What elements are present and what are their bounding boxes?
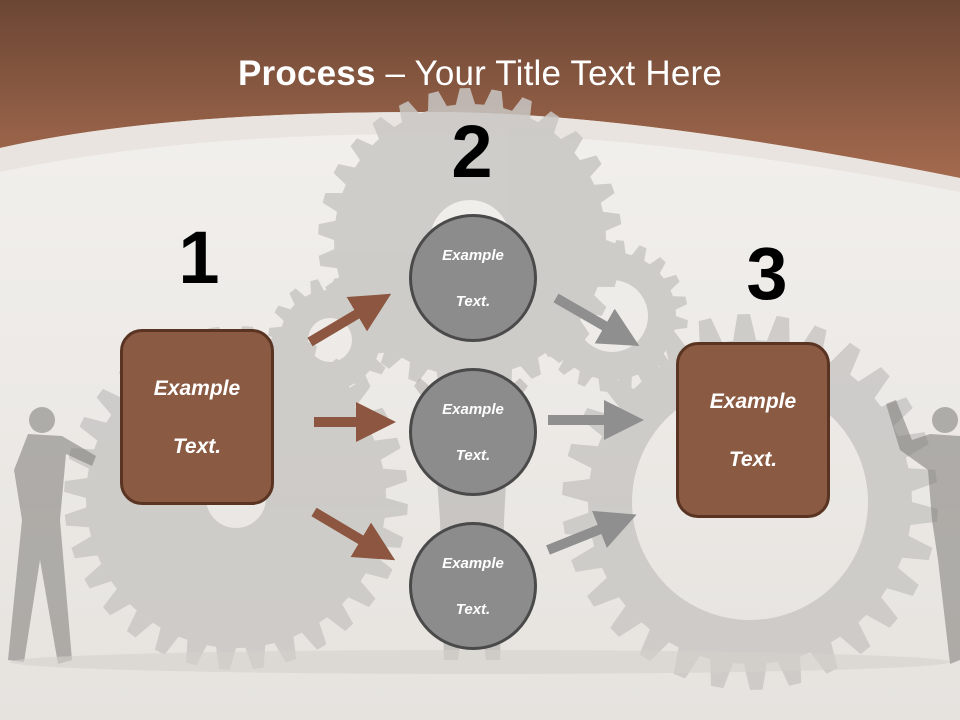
step-1-text-line1: Example xyxy=(153,376,241,400)
header-arc-light xyxy=(0,111,960,192)
gear-right-large xyxy=(562,314,938,690)
gear-top-large xyxy=(318,88,622,392)
title-bold: Process xyxy=(238,54,376,93)
title-rest: Your Title Text Here xyxy=(414,54,722,93)
person-left-silhouette xyxy=(8,407,96,664)
gear-right-small xyxy=(536,240,688,392)
title-dash: – xyxy=(375,54,415,93)
circle-top-line1: Example xyxy=(442,246,504,264)
step-3-text-line2: Text. xyxy=(728,447,778,471)
slide-title: Process – Your Title Text Here xyxy=(0,52,960,96)
step-number-3: 3 xyxy=(746,232,788,315)
circle-bottom-line1: Example xyxy=(442,554,504,572)
header-band xyxy=(0,0,960,178)
step-3-text-line1: Example xyxy=(709,389,797,413)
circle-bottom-line2: Text. xyxy=(455,600,491,618)
step-number-1: 1 xyxy=(178,216,220,299)
person-right-silhouette xyxy=(886,400,960,664)
step-number-2: 2 xyxy=(451,110,493,193)
circle-middle-line1: Example xyxy=(442,400,504,418)
circle-top-line2: Text. xyxy=(455,292,491,310)
step-1-text-line2: Text. xyxy=(172,434,222,458)
circle-middle-line2: Text. xyxy=(455,446,491,464)
